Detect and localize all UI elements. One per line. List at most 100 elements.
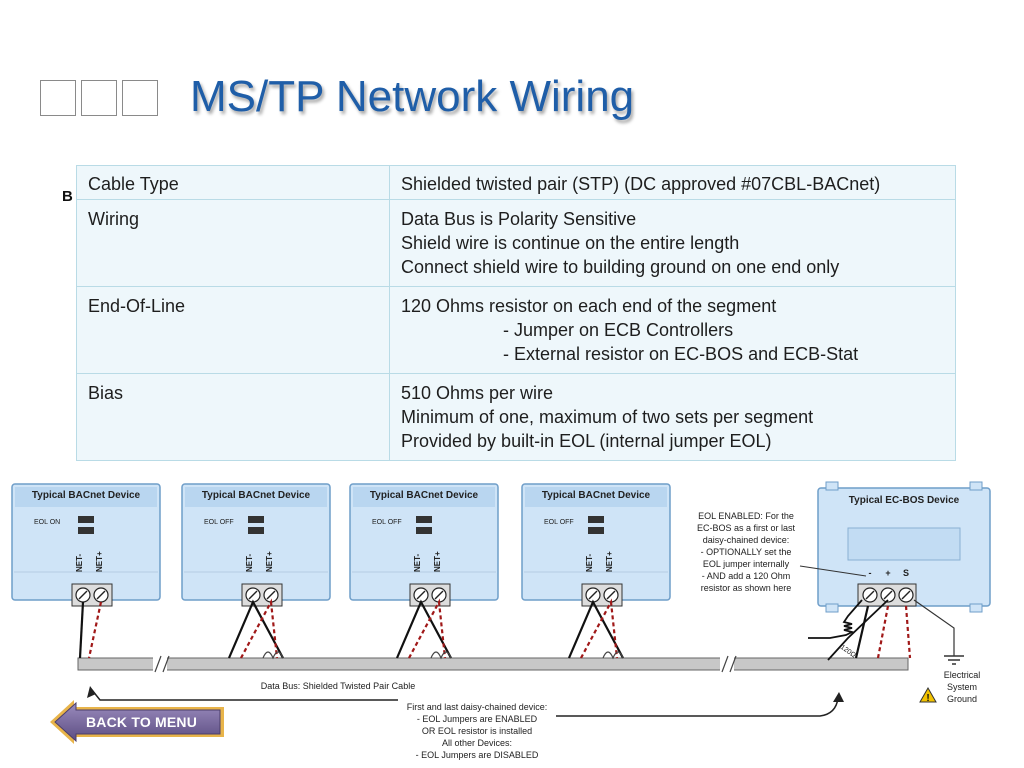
terminal-slot xyxy=(865,590,875,600)
jumper-pin xyxy=(78,516,94,523)
device-title: Typical BACnet Device xyxy=(542,490,651,501)
ground-wire xyxy=(913,599,955,656)
ecbos-terminal-label: - xyxy=(869,568,872,578)
table-value-line: Provided by built-in EOL (internal jumpe… xyxy=(401,431,772,451)
ecbos-mount-tab xyxy=(969,481,983,491)
bottom-note-line: - EOL Jumpers are ENABLED xyxy=(417,714,538,724)
table-value-cell: Shielded twisted pair (STP) (DC approved… xyxy=(389,165,956,200)
jumper-pin xyxy=(588,516,604,523)
terminal-slot xyxy=(883,590,893,600)
device-header xyxy=(525,487,667,507)
bottom-note-line: First and last daisy-chained device: xyxy=(407,702,548,712)
wire-red xyxy=(240,598,279,659)
device-header xyxy=(185,487,327,507)
bacnet-device xyxy=(11,483,161,659)
table-row: Cable Type Shielded twisted pair (STP) (D… xyxy=(76,165,956,200)
ecbos-mount-tab xyxy=(825,603,839,613)
ecbos-title: Typical EC-BOS Device xyxy=(849,495,960,506)
jumper-pin xyxy=(248,527,264,534)
eol-resistor xyxy=(808,599,863,639)
wire-red xyxy=(904,605,912,659)
terminal-slot xyxy=(606,590,616,600)
warning-icon xyxy=(919,686,937,703)
ecbos-mount-tab xyxy=(969,603,983,613)
ecbos-mount-tab xyxy=(825,481,839,491)
shield-drain-loop xyxy=(262,651,284,660)
shield-drain-loop xyxy=(430,651,452,660)
ecbos-terminal-label: S xyxy=(903,568,909,578)
net-minus-label: NET- xyxy=(585,553,594,572)
page-title: MS/TP Network Wiring xyxy=(190,72,635,121)
net-plus-label: NET+ xyxy=(605,551,614,572)
terminal-slot xyxy=(901,590,911,600)
placeholder-box xyxy=(122,80,158,116)
bottom-note-line: - EOL Jumpers are DISABLED xyxy=(416,750,539,760)
device-header xyxy=(15,487,157,507)
terminal-slot xyxy=(266,590,276,600)
cable-label: Data Bus: Shielded Twisted Pair Cable xyxy=(261,681,415,691)
wire-black xyxy=(395,599,452,659)
bacnet-device xyxy=(181,483,331,660)
eol-note-line: - AND add a 120 Ohm xyxy=(702,571,791,581)
bottom-note-line: OR EOL resistor is installed xyxy=(422,726,532,736)
ecbos-terminal-label: + xyxy=(885,568,890,578)
title-placeholder-boxes xyxy=(40,80,158,116)
arrowhead-icon xyxy=(87,686,96,698)
table-key-cell: Cable Type xyxy=(76,165,390,200)
device-title: Typical BACnet Device xyxy=(202,490,311,501)
wire-red xyxy=(580,598,619,659)
jumper-pin xyxy=(416,516,432,523)
ground-label: System xyxy=(947,682,977,692)
net-plus-label: NET+ xyxy=(95,551,104,572)
table-value-line: Shielded twisted pair (STP) (DC approved… xyxy=(401,174,881,194)
callout-line xyxy=(799,565,867,577)
bacnet-device xyxy=(521,483,671,660)
ground-label: Ground xyxy=(947,694,977,704)
terminal-slot xyxy=(96,590,106,600)
wire-black xyxy=(78,601,85,659)
bus-cable xyxy=(77,657,909,671)
terminal-slot xyxy=(78,590,88,600)
terminal-slot xyxy=(248,590,258,600)
eol-label: EOL OFF xyxy=(204,519,234,526)
table-key-cell: Wiring xyxy=(76,199,390,287)
net-minus-label: NET- xyxy=(245,553,254,572)
eol-note-line: daisy-chained device: xyxy=(703,535,790,545)
eol-label: EOL OFF xyxy=(544,519,574,526)
spec-table: Cable Type Shielded twisted pair (STP) (D… xyxy=(76,165,956,461)
terminal-slot xyxy=(434,590,444,600)
table-key-cell: End-Of-Line xyxy=(76,286,390,374)
eol-note-line: EOL ENABLED: For the xyxy=(698,511,794,521)
shield-drain-loop xyxy=(602,651,624,660)
wire-black xyxy=(227,599,284,659)
table-value-cell: 120 Ohms resistor on each end of the seg… xyxy=(389,286,956,374)
jumper-pin xyxy=(588,527,604,534)
table-value-line: 510 Ohms per wire xyxy=(401,383,554,403)
device-title: Typical BACnet Device xyxy=(370,490,479,501)
net-minus-label: NET- xyxy=(413,553,422,572)
table-key-cell: Bias xyxy=(76,373,390,461)
placeholder-box xyxy=(40,80,76,116)
back-to-menu-button[interactable]: BACK TO MENU xyxy=(48,698,228,746)
bacnet-device xyxy=(349,483,499,660)
cable-break-mark xyxy=(154,655,170,673)
device-header xyxy=(353,487,495,507)
eol-label: EOL ON xyxy=(34,519,60,526)
eol-note-line: EC-BOS as a first or last xyxy=(697,523,796,533)
terminal-slot xyxy=(588,590,598,600)
table-value-line: - Jumper on ECB Controllers xyxy=(503,320,734,340)
eol-note-line: EOL jumper internally xyxy=(703,559,790,569)
net-plus-label: NET+ xyxy=(265,551,274,572)
cable-break-mark xyxy=(721,655,737,673)
jumper-pin xyxy=(416,527,432,534)
resistor-value-label: 120Ω xyxy=(839,644,857,659)
ecbos-device xyxy=(817,481,991,613)
bottom-note-line: All other Devices: xyxy=(442,738,512,748)
eol-note-line: resistor as shown here xyxy=(701,583,792,593)
net-minus-label: NET- xyxy=(75,553,84,572)
